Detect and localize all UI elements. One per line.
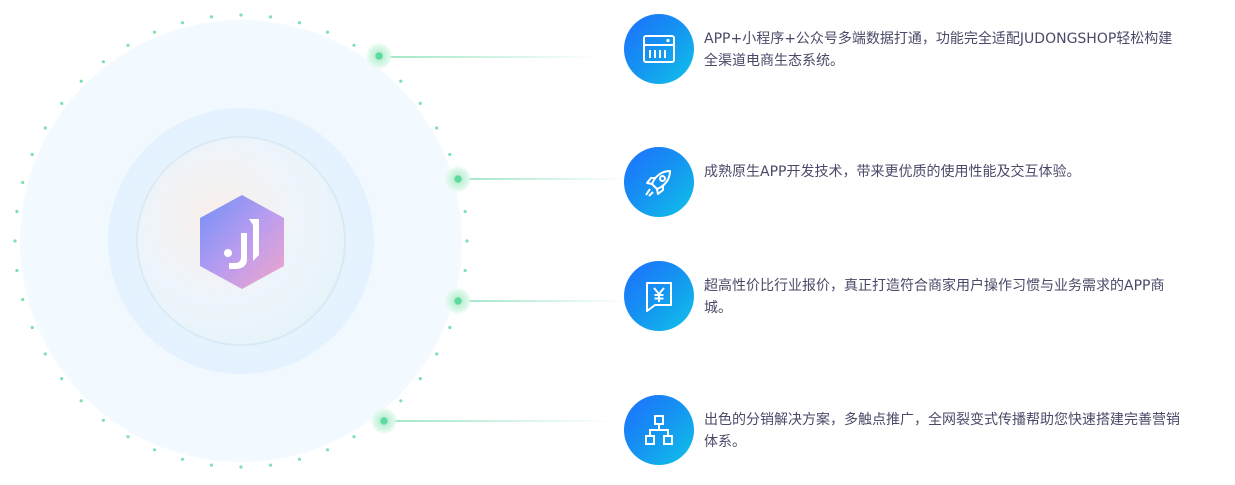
- feature-item-multi-platform: APP+小程序+公众号多端数据打通，功能完全适配JUDONGSHOP轻松构建全渠…: [624, 14, 1224, 86]
- ring-dot: [463, 209, 467, 214]
- ring-dot: [126, 43, 130, 47]
- ring-dot: [352, 43, 356, 47]
- ring-dot: [448, 152, 452, 157]
- ring-dot: [297, 457, 302, 461]
- ring-dot: [79, 79, 83, 83]
- ring-dot: [21, 297, 25, 302]
- ring-dot: [209, 15, 214, 19]
- app-logo-icon: [200, 195, 284, 289]
- rocket-icon: [645, 170, 671, 197]
- ring-dot: [239, 465, 243, 469]
- ring-dot: [325, 30, 330, 34]
- ring-dot: [60, 101, 64, 105]
- ring-dot: [15, 268, 19, 273]
- ring-dot: [465, 239, 469, 243]
- feature-icon-badge: [624, 14, 694, 84]
- ring-dot: [30, 325, 34, 330]
- ring-dot: [448, 325, 452, 330]
- org-chart-icon: [645, 415, 673, 445]
- ring-dot: [297, 21, 302, 25]
- connector-node-1: [366, 43, 392, 69]
- ring-dot: [30, 152, 34, 157]
- ring-dot: [399, 399, 403, 403]
- feature-item-distribution: 出色的分销解决方案，多触点推广，全网裂变式传播帮助您快速搭建完善营销体系。: [624, 395, 1224, 467]
- ring-dot: [239, 13, 243, 17]
- ring-dot: [60, 377, 64, 381]
- feature-icon-badge: [624, 395, 694, 465]
- ring-dot: [101, 418, 105, 422]
- ring-dot: [101, 60, 105, 64]
- server-rack-icon: [643, 35, 675, 63]
- ring-dot: [268, 15, 273, 19]
- ring-dot: [21, 180, 25, 185]
- ring-dot: [268, 463, 273, 467]
- ring-dot: [152, 30, 157, 34]
- ring-dot: [152, 448, 157, 452]
- ring-dot: [399, 79, 403, 83]
- ring-dot: [418, 377, 422, 381]
- connector-node-3: [445, 288, 471, 314]
- yuan-chat-icon: [646, 282, 672, 312]
- ring-dot: [13, 239, 17, 243]
- ring-dot: [209, 463, 214, 467]
- ring-dot: [43, 126, 47, 130]
- ring-dot: [418, 101, 422, 105]
- ring-dot: [463, 268, 467, 273]
- feature-description: 成熟原生APP开发技术，带来更优质的使用性能及交互体验。: [704, 164, 1081, 180]
- connector-node-2: [445, 166, 471, 192]
- ring-dot: [435, 352, 439, 356]
- feature-item-native-app: 成熟原生APP开发技术，带来更优质的使用性能及交互体验。: [624, 147, 1224, 219]
- ring-dot: [180, 21, 185, 25]
- feature-description: 超高性价比行业报价，真正打造符合商家用户操作习惯与业务需求的APP商城。: [704, 278, 1165, 316]
- ring-dot: [15, 209, 19, 214]
- ring-dot: [79, 399, 83, 403]
- feature-description: 出色的分销解决方案，多触点推广，全网裂变式传播帮助您快速搭建完善营销体系。: [704, 412, 1180, 450]
- ring-dot: [325, 448, 330, 452]
- feature-icon-badge: [624, 261, 694, 331]
- ring-dot: [43, 352, 47, 356]
- ring-dot: [180, 457, 185, 461]
- ring-dot: [352, 435, 356, 439]
- feature-item-pricing: 超高性价比行业报价，真正打造符合商家用户操作习惯与业务需求的APP商城。: [624, 261, 1224, 333]
- ring-dot: [126, 435, 130, 439]
- ring-dot: [435, 126, 439, 130]
- feature-description: APP+小程序+公众号多端数据打通，功能完全适配JUDONGSHOP轻松构建全渠…: [704, 31, 1173, 69]
- feature-icon-badge: [624, 147, 694, 217]
- connector-node-4: [371, 408, 397, 434]
